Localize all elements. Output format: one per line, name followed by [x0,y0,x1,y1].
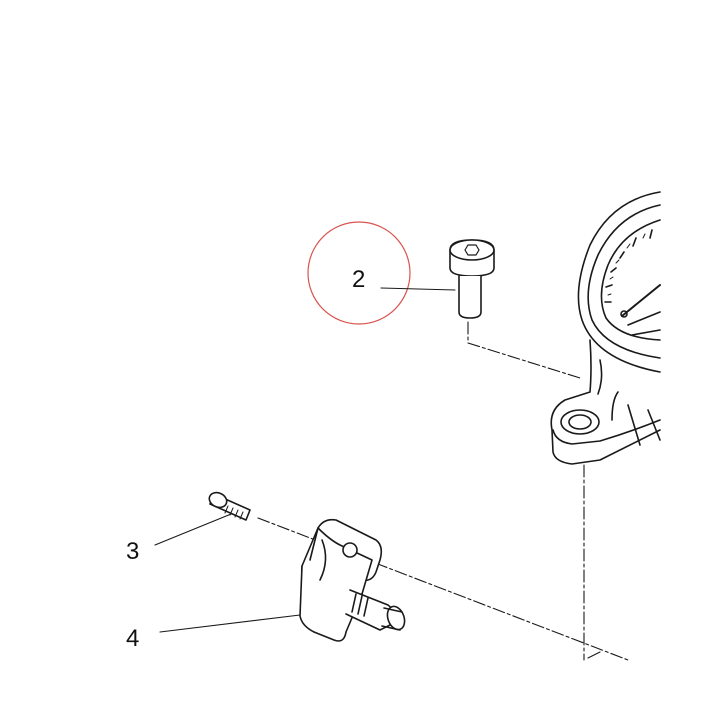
centerline-screw-2 [467,321,581,379]
callout-3: 3 [126,538,140,565]
callout-2: 2 [352,266,366,293]
gauge-housing [550,191,661,465]
highlight-circle [307,221,411,325]
screw-2 [449,239,495,319]
screw-3 [208,491,251,521]
callout-4: 4 [126,625,140,652]
leader-line-3 [154,511,237,546]
leader-line-2 [380,287,456,291]
centerline-tick [587,651,601,659]
sensor-4 [299,518,406,642]
leader-line-4 [159,614,301,633]
